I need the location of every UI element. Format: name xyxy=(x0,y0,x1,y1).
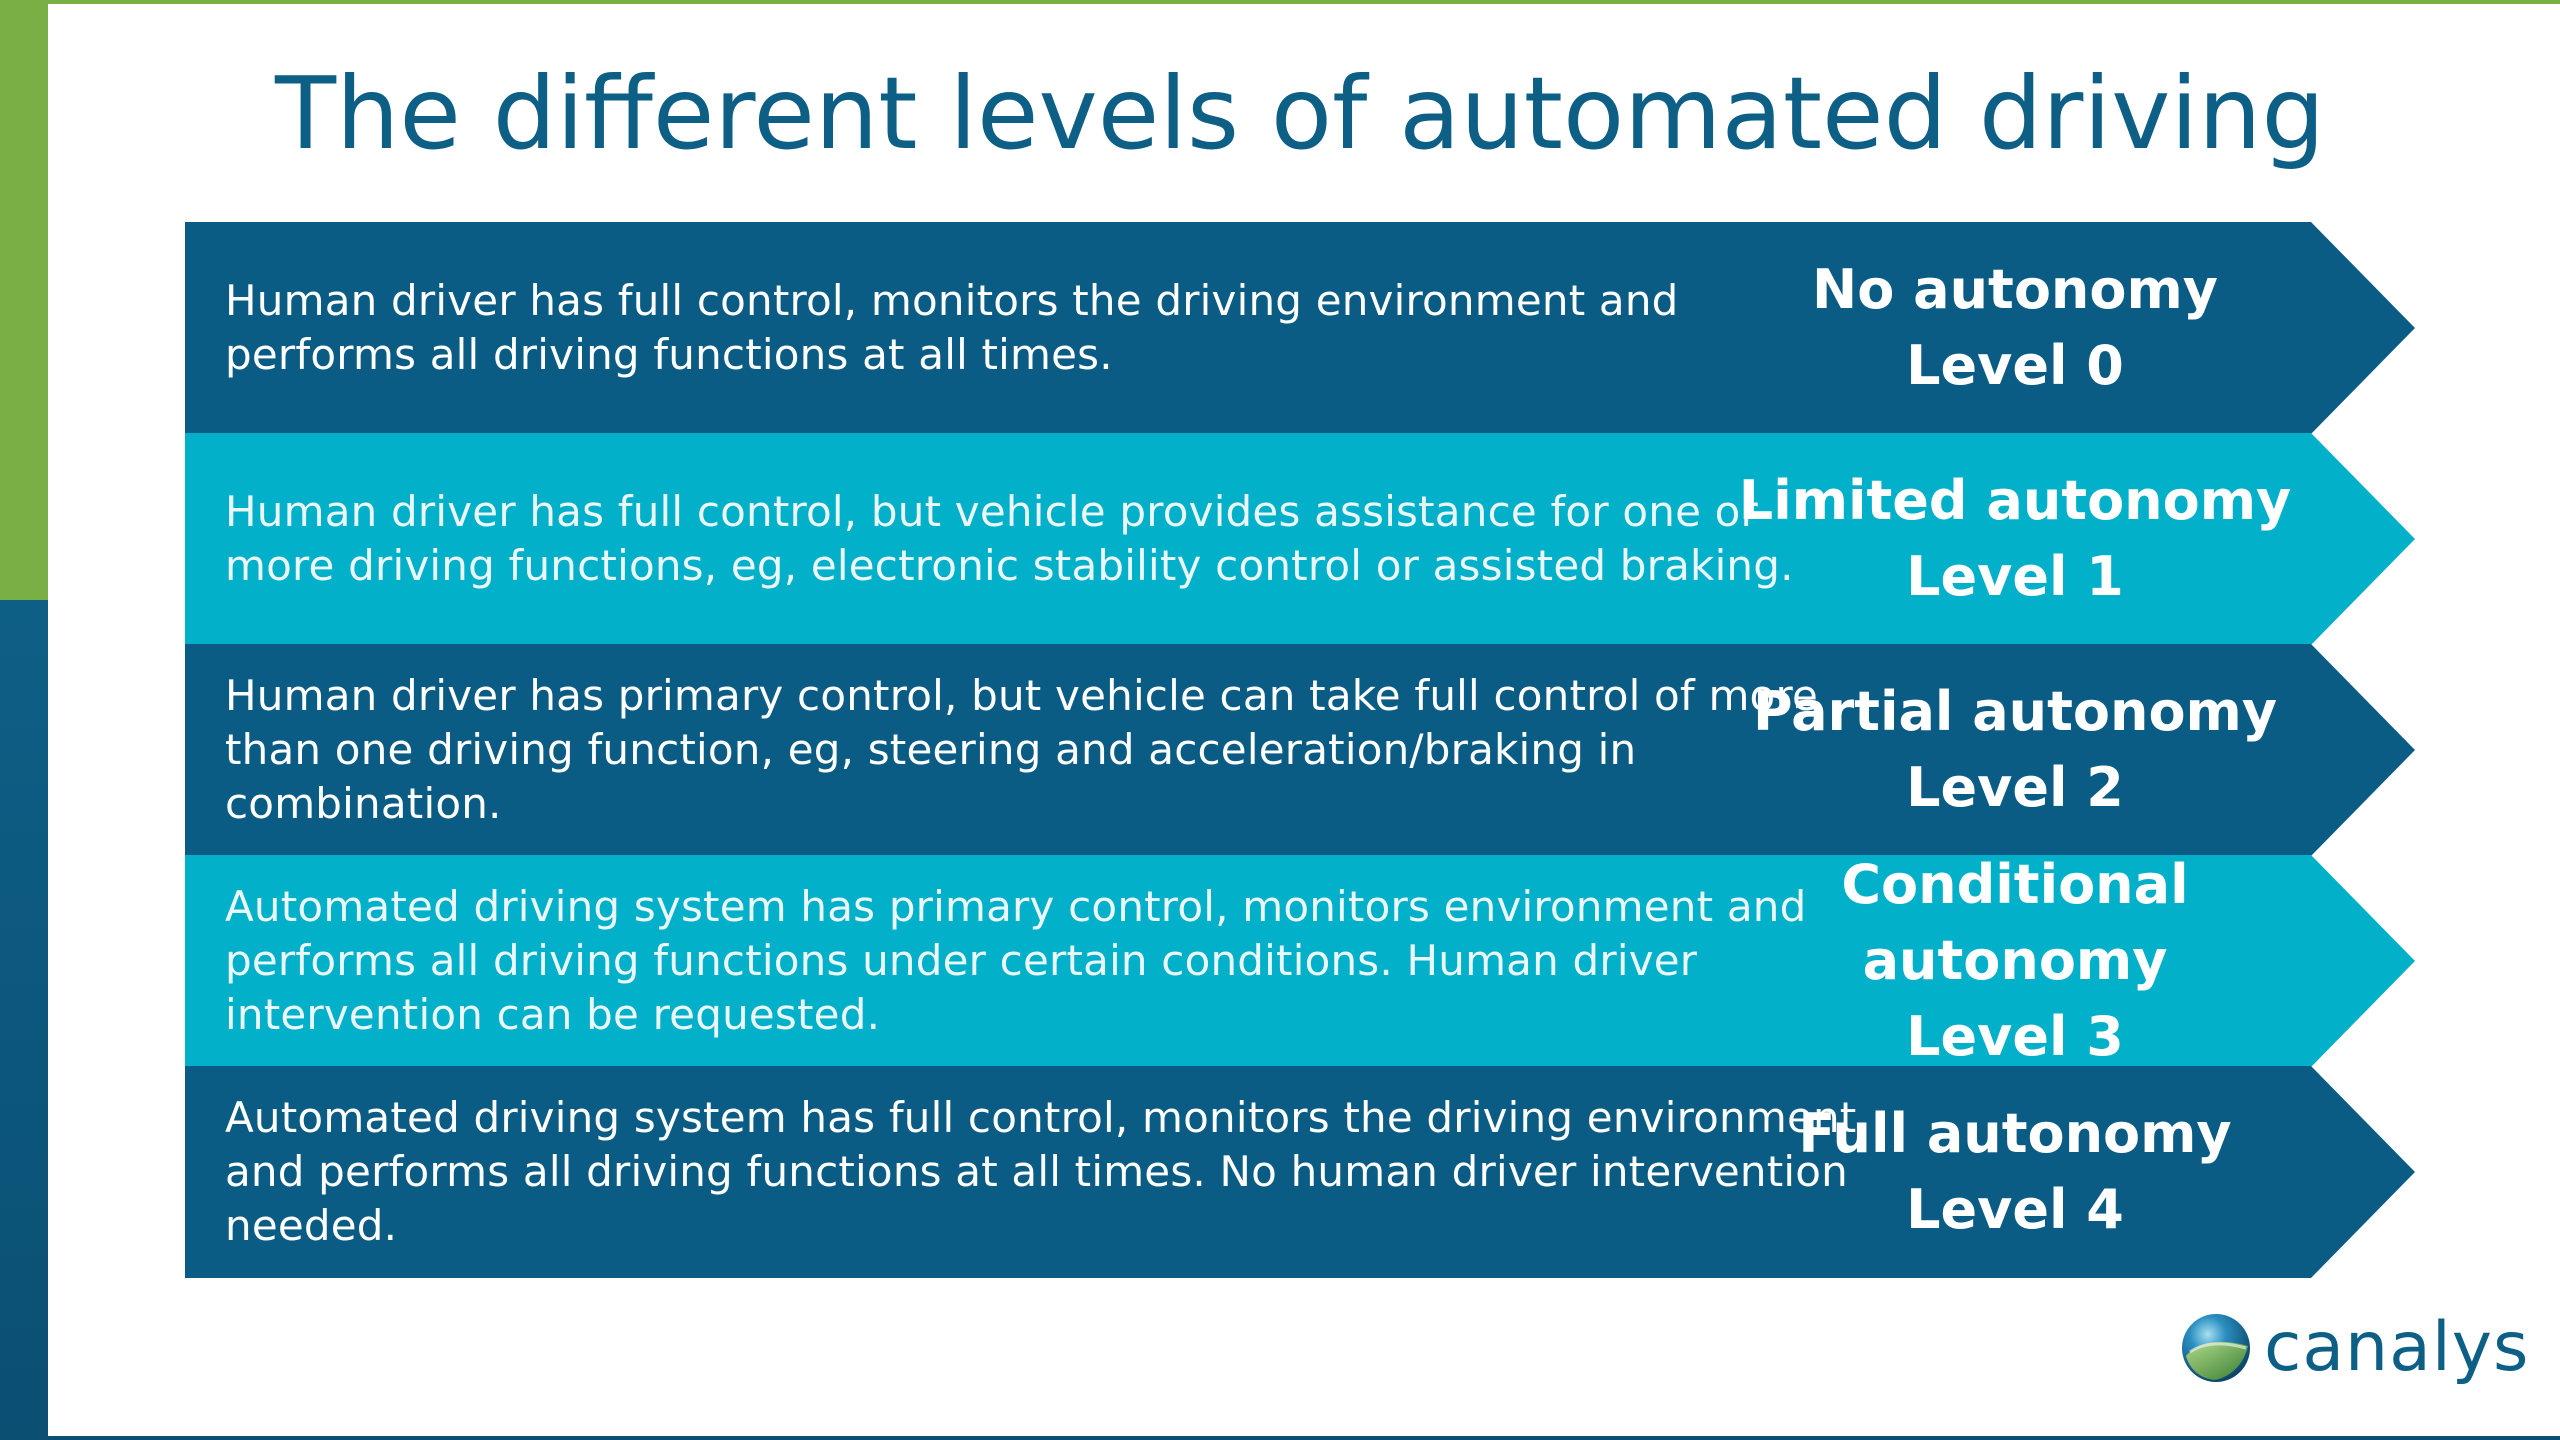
level-number: Level 0 xyxy=(1906,334,2124,397)
level-name: Conditional autonomy xyxy=(1841,853,2189,992)
chevron-shape xyxy=(185,1066,2415,1278)
level-description: Human driver has primary control, but ve… xyxy=(225,671,1819,828)
canalys-logo: canalys xyxy=(2176,1306,2528,1390)
level-name: No autonomy xyxy=(1812,258,2218,321)
level-description: Automated driving system has full contro… xyxy=(225,1093,1857,1250)
level-label: No autonomy Level 0 xyxy=(1715,222,2315,434)
level-name: Full autonomy xyxy=(1798,1102,2232,1165)
top-border xyxy=(48,0,2560,4)
level-name: Partial autonomy xyxy=(1752,680,2278,743)
globe-icon xyxy=(2182,1314,2250,1382)
level-description: Automated driving system has primary con… xyxy=(225,882,1807,1039)
level-name: Limited autonomy xyxy=(1738,469,2292,532)
chevron-shape xyxy=(185,644,2415,856)
level-row-3: Automated driving system has primary con… xyxy=(185,853,2415,1068)
level-number: Level 1 xyxy=(1906,545,2124,608)
levels-list: Human driver has full control, monitors … xyxy=(185,222,2415,1278)
level-description: Human driver has full control, but vehic… xyxy=(225,487,1794,590)
level-label: Partial autonomy Level 2 xyxy=(1715,644,2315,856)
level-row-2: Human driver has primary control, but ve… xyxy=(185,644,2415,856)
level-number: Level 3 xyxy=(1906,1005,2124,1068)
level-row-1: Human driver has full control, but vehic… xyxy=(185,433,2415,645)
chevron-shape xyxy=(185,855,2415,1067)
level-label: Conditional autonomy Level 3 xyxy=(1715,853,2315,1068)
level-row-4: Automated driving system has full contro… xyxy=(185,1066,2415,1278)
level-number: Level 2 xyxy=(1906,756,2124,819)
chevron-shape xyxy=(185,433,2415,645)
level-description: Human driver has full control, monitors … xyxy=(225,276,1679,379)
chevron-shape xyxy=(185,222,2415,434)
level-label: Full autonomy Level 4 xyxy=(1715,1066,2315,1278)
slide-title: The different levels of automated drivin… xyxy=(274,55,2326,172)
level-number: Level 4 xyxy=(1906,1178,2124,1241)
level-label: Limited autonomy Level 1 xyxy=(1715,433,2315,645)
accent-bar-blue xyxy=(0,600,48,1440)
accent-bar-green xyxy=(0,0,48,600)
level-row-0: Human driver has full control, monitors … xyxy=(185,222,2415,434)
logo-wordmark: canalys xyxy=(2264,1308,2530,1387)
bottom-border xyxy=(48,1436,2560,1440)
